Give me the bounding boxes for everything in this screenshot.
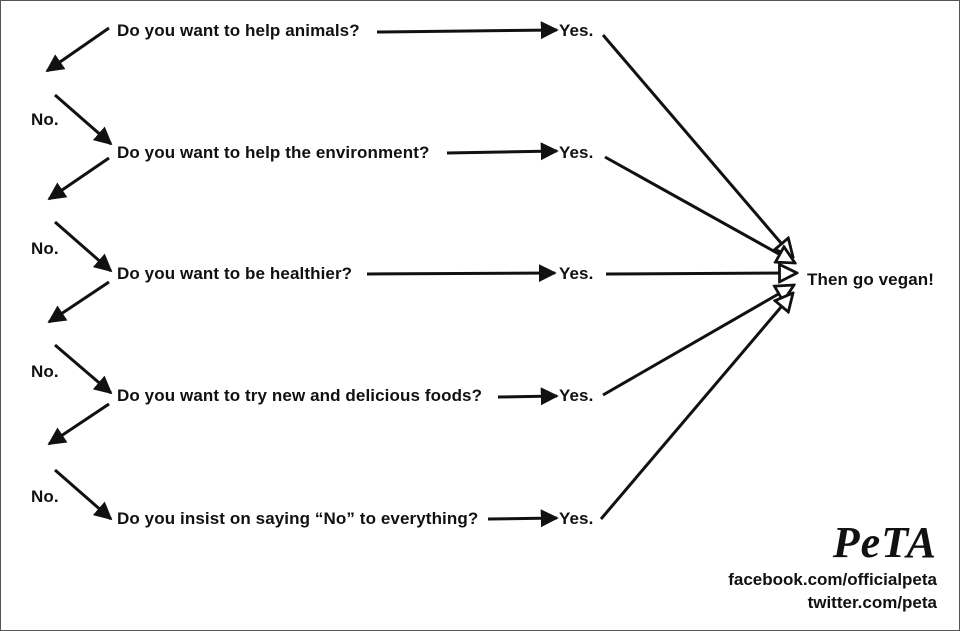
arrow-q1-to-no: [45, 26, 110, 73]
question-insist-no: Do you insist on saying “No” to everythi…: [117, 509, 479, 528]
facebook-link[interactable]: facebook.com/officialpeta: [728, 570, 937, 589]
yes-label-5: Yes.: [559, 509, 594, 528]
arrow-q4-to-no: [47, 402, 110, 446]
arrow-q3-to-yes: [366, 264, 557, 283]
arrow-no2-to-q3: [54, 220, 113, 273]
arrow-yes4-to-conclusion: [602, 285, 794, 397]
arrow-q5-to-yes: [487, 509, 559, 528]
yes-label-1: Yes.: [559, 21, 594, 40]
arrow-q3-to-no: [47, 280, 110, 324]
arrow-yes1-to-conclusion: [601, 34, 793, 257]
yes-label-2: Yes.: [559, 143, 594, 162]
no-label-2: No.: [31, 239, 59, 258]
no-label-4: No.: [31, 487, 59, 506]
arrow-yes3-to-conclusion: [605, 273, 797, 274]
yes-label-4: Yes.: [559, 386, 594, 405]
peta-logo: PeTA: [832, 518, 937, 567]
yes-label-3: Yes.: [559, 264, 594, 283]
question-help-animals: Do you want to help animals?: [117, 21, 360, 40]
arrow-q1-to-yes: [376, 21, 559, 40]
arrow-no4-to-q5: [54, 468, 113, 521]
arrow-no1-to-q2: [54, 93, 113, 146]
arrow-q2-to-no: [47, 156, 110, 201]
conclusion-go-vegan: Then go vegan!: [807, 270, 935, 289]
question-try-new-foods: Do you want to try new and delicious foo…: [117, 386, 483, 405]
question-be-healthier: Do you want to be healthier?: [117, 264, 353, 283]
arrow-q2-to-yes: [446, 142, 559, 161]
arrow-yes5-to-conclusion: [599, 293, 793, 520]
no-label-3: No.: [31, 362, 59, 381]
question-help-environment: Do you want to help the environment?: [117, 143, 430, 162]
arrow-no3-to-q4: [54, 343, 113, 395]
arrow-yes2-to-conclusion: [604, 155, 795, 263]
twitter-link[interactable]: twitter.com/peta: [807, 593, 937, 612]
no-label-1: No.: [31, 110, 59, 129]
arrow-q4-to-yes: [497, 387, 559, 406]
